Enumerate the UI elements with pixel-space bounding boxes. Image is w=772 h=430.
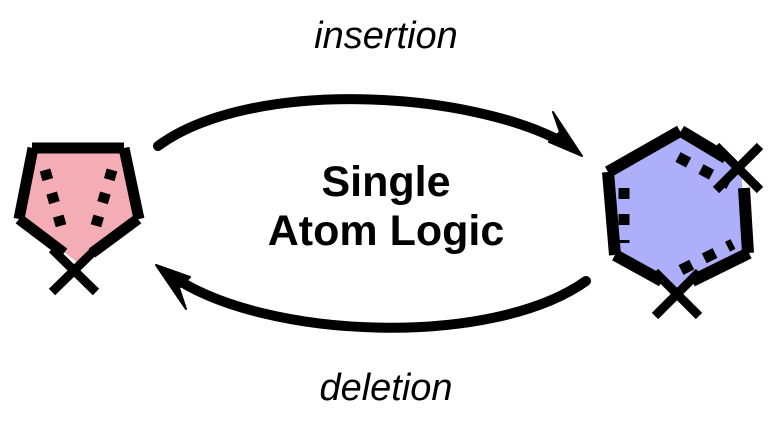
deletion-label: deletion xyxy=(319,367,452,409)
deletion-arrow xyxy=(155,264,591,333)
pentagon-dashed-bond-left xyxy=(39,168,68,231)
hexagon-heteroatom-x-upper xyxy=(712,142,764,194)
pentagon-bond-right xyxy=(118,146,145,221)
hexagon-x-upper-stroke-2 xyxy=(712,142,764,194)
title-line-1: Single xyxy=(321,158,450,206)
deletion-arrow-shaft xyxy=(167,271,591,333)
pentagon-heteroatom-x xyxy=(48,245,100,296)
insertion-arrow-shaft xyxy=(153,94,571,151)
hexagon-structure xyxy=(602,125,764,320)
pentagon-bond-lower-right xyxy=(88,214,142,258)
pentagon-dashed-bond-right xyxy=(89,168,118,231)
deletion-arrow-head xyxy=(155,264,191,310)
hexagon-bond-upper-left xyxy=(605,125,683,178)
title-line-2: Atom Logic xyxy=(268,207,504,255)
insertion-label: insertion xyxy=(314,15,458,57)
pentagon-dashed-bonds xyxy=(39,168,118,231)
insertion-arrow xyxy=(153,94,583,157)
hexagon-bond-right xyxy=(738,187,754,254)
hexagon-dashed-bond-lower xyxy=(678,239,736,275)
pentagon-structure xyxy=(13,142,145,296)
hexagon-dashed-bonds xyxy=(618,152,736,275)
pentagon-bond-left xyxy=(13,146,39,221)
hexagon-heteroatom-x-bottom xyxy=(651,268,703,320)
pentagon-x-stroke-2 xyxy=(48,245,100,296)
hexagon-bond-left xyxy=(602,171,621,256)
hexagon-bond-lower-right xyxy=(689,247,752,287)
pentagon-fill xyxy=(20,147,138,263)
hexagon-x-bottom-stroke-2 xyxy=(651,268,703,320)
insertion-arrow-head xyxy=(548,111,583,157)
hexagon-dashed-bond-upper xyxy=(675,152,732,189)
